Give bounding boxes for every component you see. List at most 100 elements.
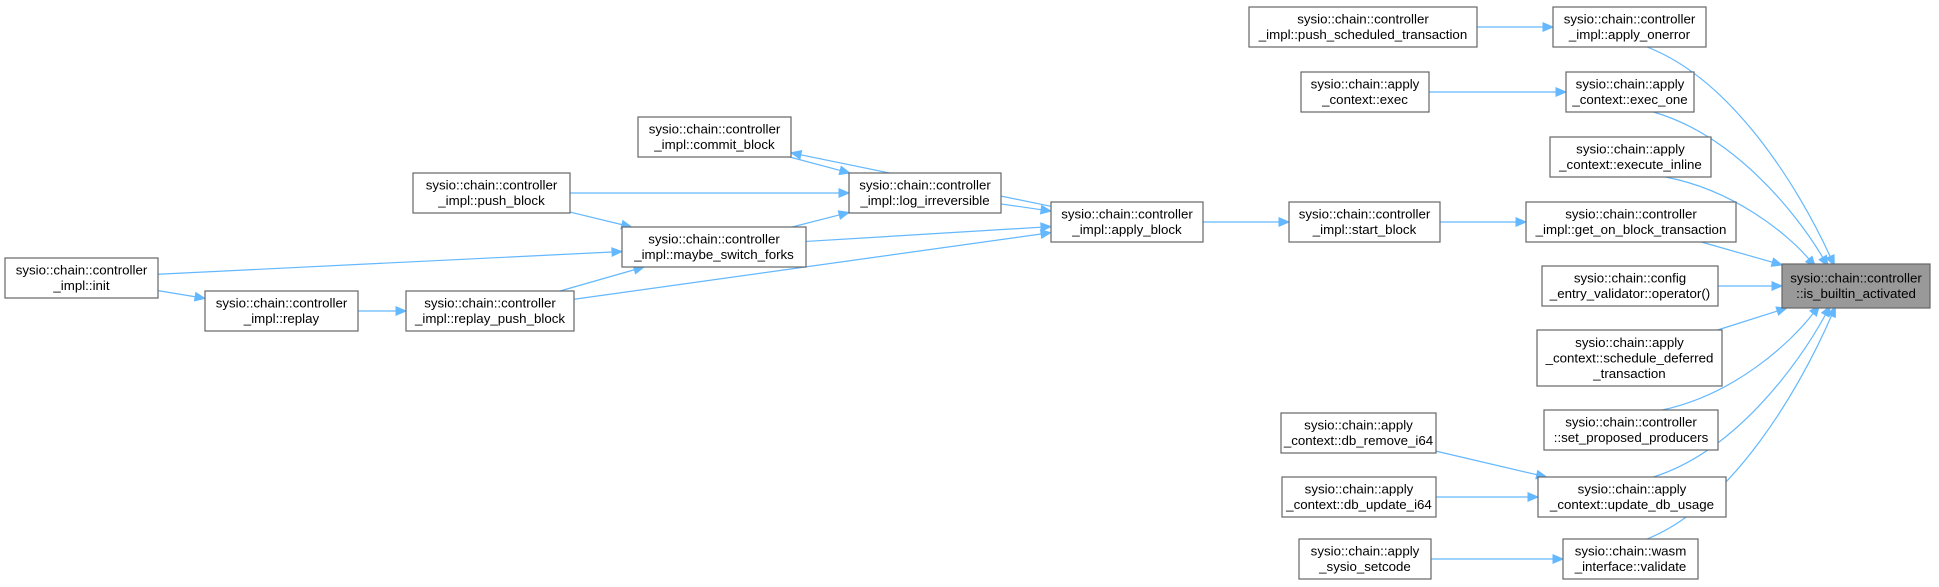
node-label-line: sysio::chain::config [1574, 271, 1686, 286]
node-label-line: _interface::validate [1574, 559, 1687, 574]
edge-replay-to-replay_push_block [358, 306, 408, 316]
node-label-line: sysio::chain::controller [859, 178, 991, 193]
node-apply-sysio-setcode[interactable]: sysio::chain::apply_sysio_setcode [1298, 538, 1432, 580]
node-label-line: _entry_validator::operator() [1549, 286, 1710, 301]
arrowhead-icon [838, 165, 852, 176]
node-label-line: sysio::chain::controller [426, 178, 558, 193]
arrowhead-icon [1552, 554, 1565, 564]
node-box [1549, 136, 1712, 178]
node-label-line: sysio::chain::apply [1578, 482, 1687, 497]
edge-db_update_i64-to-update_db_usage [1436, 492, 1540, 502]
arrowhead-icon [1040, 222, 1053, 233]
node-label-line: sysio::chain::controller [216, 296, 348, 311]
edge-config_operator-to-is_builtin_activated [1718, 281, 1784, 291]
node-label-line: sysio::chain::controller [1790, 271, 1922, 286]
edge-init-to-replay [157, 290, 207, 302]
arrowhead-icon [1542, 22, 1555, 32]
edge-start_block-to-get_on_block_transaction [1440, 217, 1528, 227]
arrowhead-icon [1775, 306, 1789, 316]
node-exec[interactable]: sysio::chain::apply_context::exec [1300, 71, 1430, 113]
node-db-remove-i64[interactable]: sysio::chain::apply_context::db_remove_i… [1280, 412, 1437, 454]
node-box [4, 257, 159, 299]
node-label-line: sysio::chain::controller [649, 122, 781, 137]
node-label-line: sysio::chain::controller [1565, 207, 1697, 222]
edge-log_irreversible-to-apply_block [1000, 203, 1053, 215]
node-label-line: sysio::chain::controller [1297, 12, 1429, 27]
node-validate[interactable]: sysio::chain::wasm_interface::validate [1562, 538, 1699, 580]
node-label-line: sysio::chain::wasm [1575, 544, 1687, 559]
node-apply-block[interactable]: sysio::chain::controller_impl::apply_blo… [1050, 201, 1204, 243]
node-label-line: sysio::chain::apply [1311, 77, 1420, 92]
node-update-db-usage[interactable]: sysio::chain::apply_context::update_db_u… [1537, 476, 1727, 518]
arrowhead-icon [1826, 305, 1836, 319]
node-label-line: sysio::chain::controller [1299, 207, 1431, 222]
node-execute-inline[interactable]: sysio::chain::apply_context::execute_inl… [1549, 136, 1712, 178]
edge-line [1653, 314, 1826, 478]
node-apply-onerror[interactable]: sysio::chain::controller_impl::apply_one… [1552, 6, 1707, 48]
node-label-line: _sysio_setcode [1318, 559, 1411, 574]
node-label-line: _impl::push_scheduled_transaction [1258, 27, 1467, 42]
node-box [621, 226, 807, 268]
edge-maybe_switch_forks-to-log_irreversible [791, 210, 851, 228]
node-replay-push-block[interactable]: sysio::chain::controller_impl::replay_pu… [405, 290, 575, 332]
edge-apply_onerror-to-is_builtin_activated [1646, 46, 1835, 267]
node-box [1298, 538, 1432, 580]
node-config-operator[interactable]: sysio::chain::config_entry_validator::op… [1541, 265, 1719, 307]
node-box [1552, 6, 1707, 48]
edge-exec_one-to-is_builtin_activated [1653, 111, 1829, 268]
node-log-irreversible[interactable]: sysio::chain::controller_impl::log_irrev… [848, 172, 1002, 214]
edge-push_block-to-maybe_switch_forks [569, 211, 633, 230]
edge-line [569, 211, 623, 226]
node-label-line: _impl::log_irreversible [859, 193, 989, 208]
node-label-line: _context::execute_inline [1558, 157, 1702, 172]
node-db-update-i64[interactable]: sysio::chain::apply_context::db_update_i… [1281, 476, 1437, 518]
node-label-line: sysio::chain::controller [1061, 207, 1193, 222]
node-label-line: _impl::init [52, 278, 109, 293]
edge-line [1435, 450, 1537, 476]
node-box [1281, 476, 1437, 518]
node-init[interactable]: sysio::chain::controller_impl::init [4, 257, 159, 299]
arrowhead-icon [611, 247, 624, 257]
node-box [1300, 71, 1430, 113]
edge-line [157, 290, 196, 298]
arrowhead-icon [193, 291, 207, 302]
node-schedule-deferred-transaction[interactable]: sysio::chain::apply_context::schedule_de… [1536, 329, 1723, 387]
node-get-on-block-transaction[interactable]: sysio::chain::controller_impl::get_on_bl… [1525, 201, 1737, 243]
edge-commit_block-to-log_irreversible [789, 156, 852, 176]
node-set-proposed-producers[interactable]: sysio::chain::controller::set_proposed_p… [1543, 409, 1719, 451]
edge-replay_push_block-to-maybe_switch_forks [559, 265, 646, 292]
node-start-block[interactable]: sysio::chain::controller_impl::start_blo… [1288, 201, 1441, 243]
node-replay[interactable]: sysio::chain::controller_impl::replay [204, 290, 359, 332]
edges-layer [157, 22, 1836, 564]
edge-line [157, 251, 613, 275]
edge-apply_block-to-start_block [1203, 217, 1291, 227]
node-box [1562, 538, 1699, 580]
arrowhead-icon [1039, 229, 1053, 239]
node-push-scheduled-transaction[interactable]: sysio::chain::controller_impl::push_sche… [1248, 6, 1478, 48]
node-push-block[interactable]: sysio::chain::controller_impl::push_bloc… [412, 172, 571, 214]
node-commit-block[interactable]: sysio::chain::controller_impl::commit_bl… [637, 116, 792, 158]
node-label-line: _context::exec_one [1571, 92, 1687, 107]
arrowhead-icon [1818, 254, 1829, 268]
edge-line [789, 156, 841, 172]
node-label-line: _impl::maybe_switch_forks [633, 247, 794, 262]
node-box [1537, 476, 1727, 518]
arrowhead-icon [1515, 217, 1528, 227]
arrowhead-icon [1770, 257, 1784, 267]
node-label-line: sysio::chain::apply [1311, 544, 1420, 559]
node-maybe-switch-forks[interactable]: sysio::chain::controller_impl::maybe_swi… [621, 226, 807, 268]
edge-line [1662, 313, 1814, 411]
node-label-line: _context::db_update_i64 [1285, 497, 1432, 512]
node-box [1536, 329, 1723, 387]
node-box [1525, 201, 1737, 243]
edge-line [1000, 203, 1042, 211]
node-box [1248, 6, 1478, 48]
arrowhead-icon [789, 150, 803, 160]
edge-line [559, 269, 635, 292]
edge-db_remove_i64-to-update_db_usage [1435, 450, 1548, 480]
arrowhead-icon [395, 306, 408, 316]
node-is-builtin-activated[interactable]: sysio::chain::controller::is_builtin_act… [1781, 263, 1931, 309]
node-exec-one[interactable]: sysio::chain::apply_context::exec_one [1565, 71, 1695, 113]
node-box [1781, 263, 1931, 309]
